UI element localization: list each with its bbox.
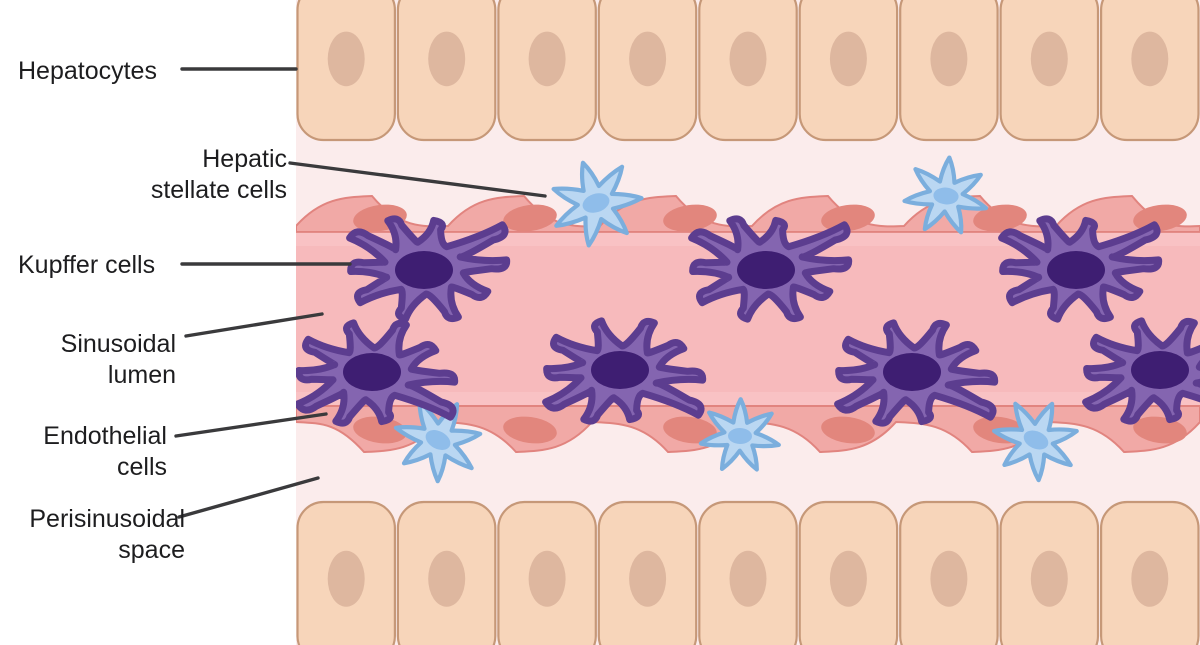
hepatocyte [296,0,396,142]
hepatocyte [798,0,899,142]
kupffer-nucleus [737,251,795,289]
label-hepatocytes: Hepatocytes [18,57,157,85]
kupffer-cell [296,319,459,427]
hepatocyte-nucleus [729,550,767,607]
hepatocyte-nucleus [1131,31,1169,87]
hepatocyte-nucleus [528,550,566,607]
label-line: Kupffer cells [18,251,155,279]
hepatic-stellate-cell [698,397,781,472]
endothelial-nucleus [1133,416,1187,444]
label-kupffer-cells: Kupffer cells [18,251,155,279]
endothelial-nucleus [353,416,407,444]
hepatocyte-nucleus [1030,31,1068,87]
hepatocyte [698,500,798,645]
kupffer-cell [998,215,1163,323]
leader-line-endothelial-cells [174,412,328,438]
kupffer-cell [346,215,511,323]
kupffer-cell [688,215,853,323]
label-sinusoidal-lumen: Sinusoidal lumen [61,330,176,389]
hepatic-stellate-cell [902,155,989,235]
hepatocyte-nucleus [829,31,867,87]
hepatocyte-nucleus [930,31,968,87]
endothelial-nucleus [821,416,875,444]
endothelial-nucleus [821,204,875,232]
label-line: space [118,536,185,564]
hepatocyte-nucleus [629,31,667,87]
hepatocyte-nucleus [327,550,365,607]
label-hepatic-stellate-cells: Hepatic stellate cells [151,145,287,204]
hepatocyte [597,0,698,142]
kupffer-nucleus [395,251,453,289]
endothelial-nucleus [503,204,557,232]
hepatocyte [798,500,899,645]
label-line: stellate cells [151,176,287,204]
hepatocyte [999,0,1100,142]
hepatocyte-nucleus [629,550,667,607]
hepatocyte [1100,0,1200,142]
hepatocyte-nucleus [1131,550,1169,607]
hepatocyte-row-bottom [296,500,1200,645]
endothelial-nucleus [1133,204,1187,232]
hepatic-stellate-cell [992,401,1079,483]
hepatocyte [1100,500,1200,645]
hepatocyte [497,500,597,645]
stellate-nucleus [933,187,959,205]
endothelial-nucleus [663,416,717,444]
hepatocyte-nucleus [1030,550,1068,607]
kupffer-cell-group [296,215,1200,427]
leader-line-sinusoidal-lumen [184,312,324,338]
stellate-nucleus [1023,430,1049,450]
hepatocyte-nucleus [428,550,466,607]
endothelial-nucleus [973,204,1027,232]
hepatocyte [296,500,396,645]
kupffer-cell [834,319,999,427]
stellate-nucleus [582,193,610,213]
kupffer-nucleus [1131,351,1189,389]
label-line: Hepatic [202,145,287,173]
label-line: cells [117,453,167,481]
endothelial-nucleus [663,204,717,232]
kupffer-cell [542,317,707,425]
hepatocyte [999,500,1100,645]
hepatic-stellate-cell [551,160,644,248]
hepatocyte-nucleus [428,31,466,87]
leader-line-hepatic-stellate-cells [288,161,547,198]
kupffer-nucleus [1047,251,1105,289]
hepatocyte [396,0,497,142]
label-line: Perisinusoidal [29,505,185,533]
hepatic-stellate-cell [393,399,483,484]
kupffer-nucleus [343,353,401,391]
label-endothelial-cells: Endothelial cells [43,422,167,481]
kupffer-nucleus [591,351,649,389]
hepatocyte [597,500,698,645]
stellate-nucleus [728,427,752,445]
label-line: Sinusoidal [61,330,176,358]
hepatocyte [497,0,597,142]
hepatocyte [899,0,999,142]
label-perisinusoidal-space: Perisinusoidal space [29,505,185,564]
label-line: Endothelial [43,422,167,450]
label-line: lumen [108,361,176,389]
hepatocyte-nucleus [829,550,867,607]
leader-line-perisinusoidal-space [177,476,320,519]
hepatic-stellate-cell-group [393,155,1079,484]
hepatocyte-nucleus [327,31,365,87]
hepatocyte-nucleus [729,31,767,87]
kupffer-cell [1082,317,1200,425]
endothelial-nucleus [503,416,557,444]
hepatocyte [396,500,497,645]
kupffer-nucleus [883,353,941,391]
stellate-nucleus [425,430,451,450]
hepatocyte-row-top [296,0,1200,142]
label-line: Hepatocytes [18,57,157,85]
hepatocyte-nucleus [930,550,968,607]
tissue-panel [296,0,1200,645]
hepatocyte [698,0,798,142]
hepatocyte [899,500,999,645]
leader-line-group [174,67,547,519]
hepatocyte-nucleus [528,31,566,87]
